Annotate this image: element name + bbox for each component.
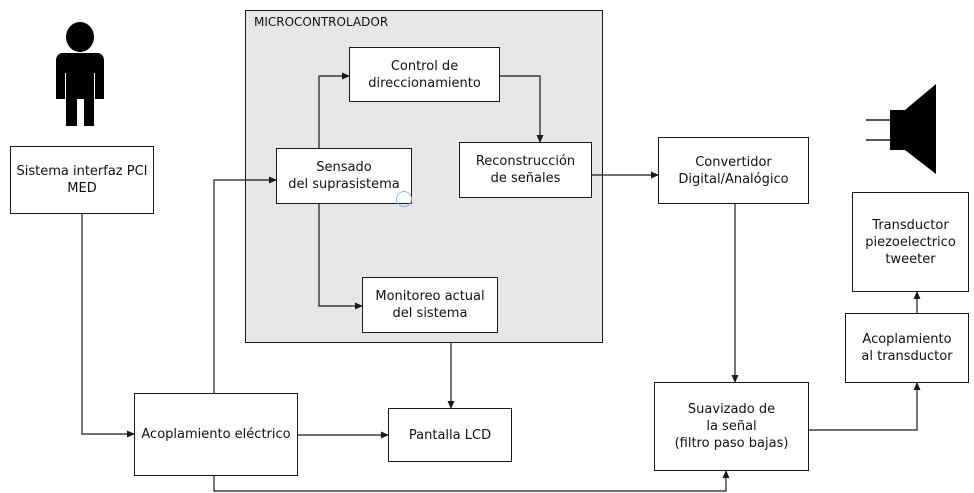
block-control-direccionamiento: Control de direccionamiento	[349, 47, 500, 102]
block-transductor: Transductor piezoelectrico tweeter	[852, 192, 969, 292]
microcontroller-title: MICROCONTROLADOR	[254, 15, 389, 29]
arrow-sensado-to-control	[318, 72, 350, 148]
arrow-sensado-to-monitoreo	[318, 204, 363, 310]
arrow-pci-to-acople	[81, 214, 135, 438]
speaker-icon	[866, 84, 936, 174]
block-convertidor-dac: Convertidor Digital/Analógico	[658, 137, 809, 204]
arrow-acople-to-sensado	[213, 176, 277, 393]
block-suavizado: Suavizado de la señal (filtro paso bajas…	[654, 382, 809, 471]
block-reconstruccion: Reconstrucción de señales	[459, 142, 592, 198]
block-pantalla-lcd: Pantalla LCD	[388, 408, 512, 462]
arrow-acople-to-suavizado	[213, 470, 730, 492]
cursor-ring	[396, 191, 412, 207]
block-pci-interface: Sistema interfaz PCI MED	[10, 146, 154, 214]
block-monitoreo: Monitoreo actual del sistema	[362, 277, 498, 333]
block-acoplamiento-electrico: Acoplamiento eléctrico	[134, 393, 298, 476]
arrow-control-to-recon	[500, 75, 544, 143]
person-icon	[56, 22, 104, 126]
block-sensado: Sensado del suprasistema	[276, 148, 412, 204]
arrow-suavizado-to-acople-trans	[809, 382, 921, 431]
block-acoplamiento-transductor: Acoplamiento al transductor	[845, 313, 969, 383]
